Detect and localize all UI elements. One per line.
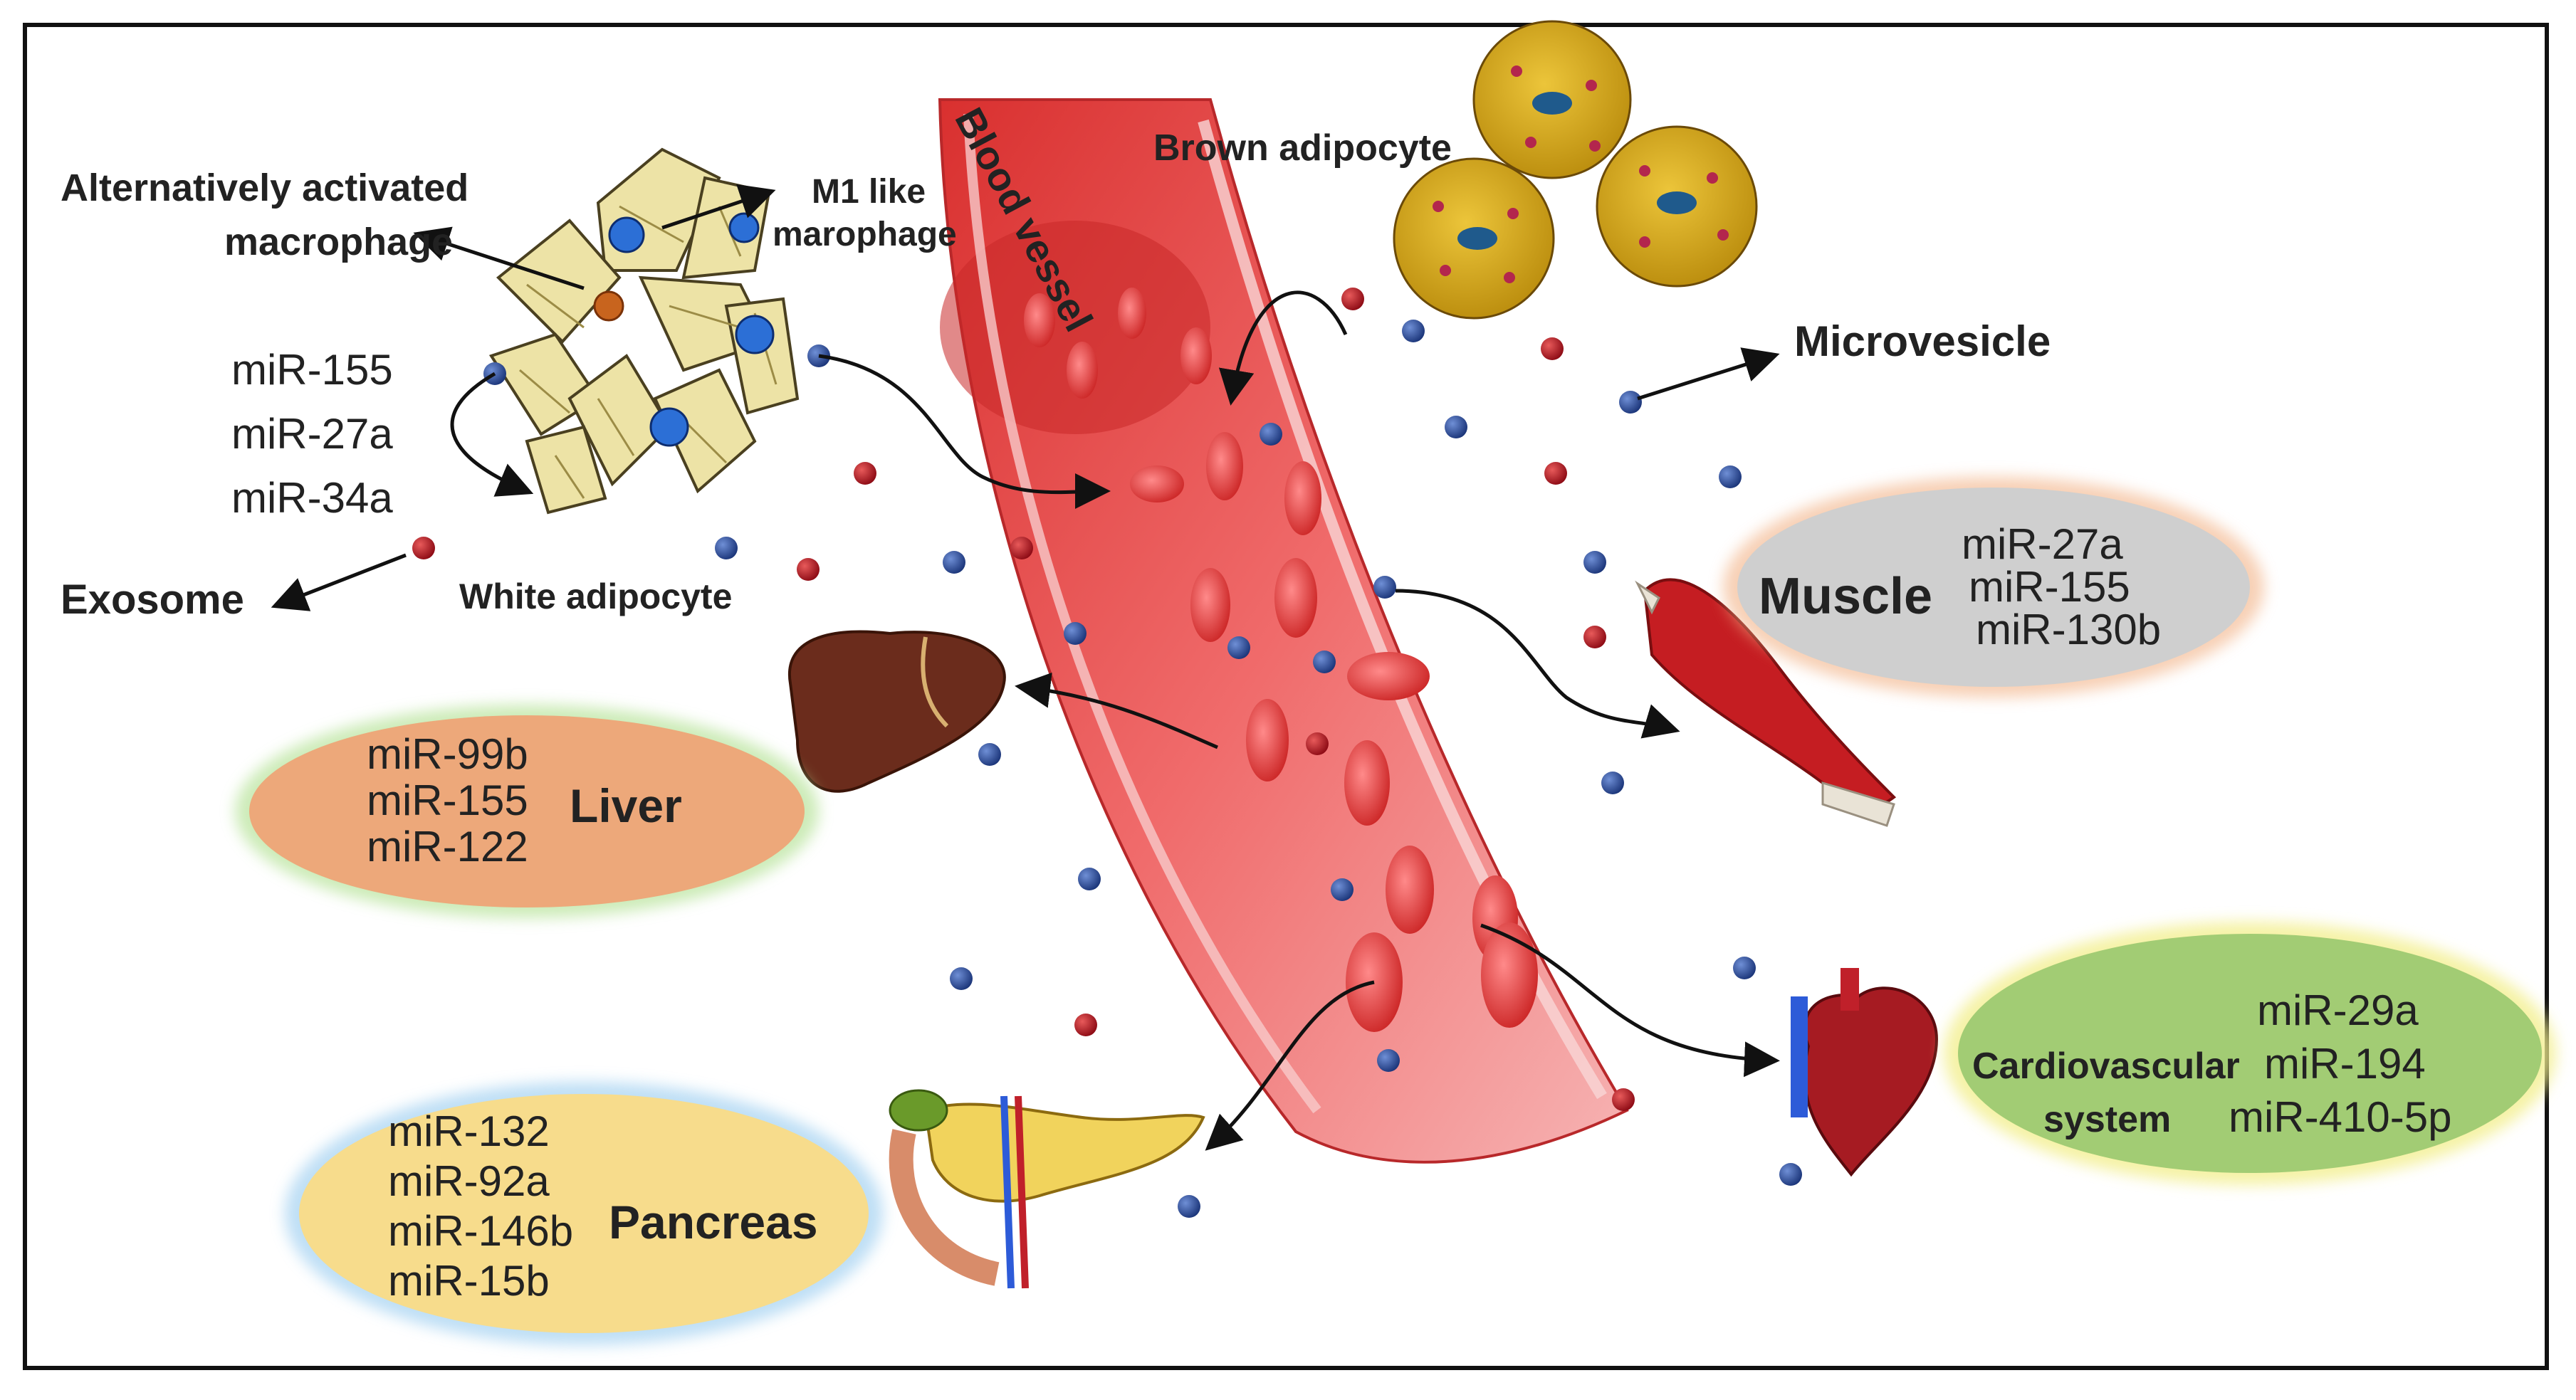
vesicle-blue — [950, 967, 973, 990]
adipose-mirna-1: miR-27a — [231, 410, 393, 458]
pancreas-mirna-3: miR-15b — [388, 1257, 550, 1305]
vesicle-blue — [1619, 391, 1642, 414]
vesicle-blue — [1733, 957, 1756, 979]
vesicle-blue — [1445, 416, 1467, 438]
vesicle-blue — [1583, 551, 1606, 574]
muscle-title: Muscle — [1759, 568, 1932, 625]
heart-icon — [1791, 968, 1939, 1177]
alt-macrophage-label-1: Alternatively activated — [61, 167, 468, 209]
liver-box — [235, 705, 819, 918]
cardio-mirna-0: miR-29a — [2257, 986, 2419, 1034]
pancreas-mirna-1: miR-92a — [388, 1157, 550, 1205]
vesicle-blue — [1601, 772, 1624, 794]
pancreas-box — [285, 1082, 883, 1345]
adipose-mirna-2: miR-34a — [231, 474, 393, 522]
vesicle-blue — [1260, 423, 1282, 446]
vesicle-blue — [1402, 320, 1425, 342]
alt-macrophage-label-2: macrophage — [224, 221, 453, 263]
vesicle-red — [1010, 537, 1033, 559]
liver-mirna-0: miR-99b — [367, 730, 528, 778]
brown-adipocytes — [1393, 20, 1758, 320]
m1-macrophage-label-1: M1 like — [812, 173, 926, 211]
muscle-mirna-2: miR-130b — [1976, 606, 2161, 653]
muscle-box — [1723, 477, 2264, 698]
cardio-title-1: Cardiovascular — [1972, 1046, 2240, 1087]
vesicle-red — [1544, 462, 1567, 485]
vesicle-red — [1341, 288, 1364, 310]
adipose-mirna-0: miR-155 — [231, 346, 393, 394]
vesicle-blue — [1227, 636, 1250, 659]
pancreas-mirna-2: miR-146b — [388, 1207, 573, 1255]
figure-border — [23, 23, 2549, 1370]
muscle-mirna-1: miR-155 — [1969, 563, 2130, 611]
adipose-mirna-list: miR-155 miR-27a miR-34a — [231, 346, 393, 522]
muscle-labels: Muscle miR-27a miR-155 miR-130b — [1759, 520, 2161, 653]
vesicle-blue — [1779, 1163, 1802, 1186]
arrows — [271, 184, 1780, 1151]
brown-adipocyte-label: Brown adipocyte — [1153, 127, 1452, 169]
vesicle-blue — [943, 551, 965, 574]
vesicle-blue — [1078, 868, 1101, 890]
exosome-label: Exosome — [61, 577, 244, 623]
vesicle-blue — [978, 743, 1001, 766]
liver-title: Liver — [570, 779, 682, 832]
vesicle-red — [1306, 732, 1329, 755]
liver-mirna-2: miR-122 — [367, 823, 528, 870]
pancreas-mirna-0: miR-132 — [388, 1107, 550, 1155]
white-adipocytes — [488, 147, 800, 515]
vesicle-blue — [1064, 622, 1087, 645]
vesicle-red — [1074, 1014, 1097, 1036]
vesicle-blue — [1373, 576, 1396, 599]
vesicle-blue — [1313, 651, 1336, 673]
vesicle-red — [1583, 626, 1606, 648]
m1-macrophage-label-2: marophage — [773, 216, 957, 253]
vesicle-red — [412, 537, 435, 559]
vesicle-red — [1541, 337, 1564, 360]
vesicle-blue — [1331, 878, 1354, 901]
pancreas-icon — [889, 1089, 1205, 1289]
blood-vessel — [938, 98, 1629, 1164]
vesicle-blue — [715, 537, 738, 559]
white-adipocyte-label: White adipocyte — [459, 577, 732, 616]
liver-mirna-1: miR-155 — [367, 777, 528, 824]
liver-icon — [787, 630, 1006, 793]
microvesicle-label: Microvesicle — [1794, 317, 2051, 365]
liver-labels: miR-99b miR-155 miR-122 Liver — [367, 730, 682, 870]
pancreas-labels: miR-132 miR-92a miR-146b miR-15b Pancrea… — [388, 1107, 818, 1305]
vesicle-blue — [1719, 465, 1742, 488]
muscle-mirna-0: miR-27a — [1962, 520, 2123, 568]
vesicles — [412, 288, 1802, 1218]
vesicle-red — [1612, 1088, 1635, 1111]
cardio-mirna-2: miR-410-5p — [2229, 1093, 2451, 1141]
pancreas-title: Pancreas — [609, 1196, 818, 1248]
vesicle-red — [854, 462, 876, 485]
vesicle-blue — [1178, 1195, 1200, 1218]
cardio-box — [1944, 922, 2556, 1185]
cardio-mirna-1: miR-194 — [2264, 1040, 2426, 1088]
vesicle-red — [797, 558, 820, 581]
cardio-labels: miR-29a miR-194 miR-410-5p Cardiovascula… — [1972, 986, 2451, 1141]
vesicle-blue — [1377, 1049, 1400, 1072]
cardio-title-2: system — [2043, 1099, 2171, 1140]
